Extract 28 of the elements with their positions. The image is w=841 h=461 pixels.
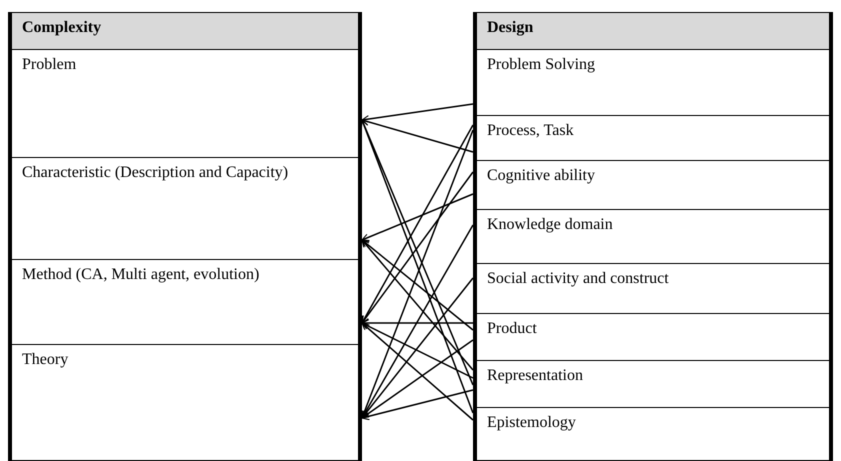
row-text: Product xyxy=(487,320,537,337)
row-text: Problem xyxy=(22,56,76,73)
connector-arrow xyxy=(361,172,474,324)
connector-arrow xyxy=(361,339,474,419)
row-text: Theory xyxy=(22,351,68,368)
column-header: Design xyxy=(477,12,829,50)
row-text: Knowledge domain xyxy=(487,216,613,233)
connector-arrow xyxy=(361,103,474,123)
connector-arrow xyxy=(361,193,474,242)
row-text: Cognitive ability xyxy=(487,167,595,184)
row-text: Process, Task xyxy=(487,122,574,139)
connector-arrow xyxy=(361,322,474,379)
row-text: Social activity and construct xyxy=(487,270,669,287)
row-text: Representation xyxy=(487,367,583,384)
row-text: Problem Solving xyxy=(487,56,596,73)
connector-arrow xyxy=(361,239,474,331)
table-column xyxy=(8,12,362,461)
connector-arrow xyxy=(361,389,474,420)
connector-arrow xyxy=(361,239,474,370)
row-text: Method (CA, Multi agent, evolution) xyxy=(22,266,260,283)
row-text: Epistemology xyxy=(487,414,576,431)
row-text: Characteristic (Description and Capacity) xyxy=(22,164,288,181)
connector-arrow xyxy=(361,322,474,421)
column-header: Complexity xyxy=(12,12,358,50)
connector-arrow xyxy=(361,124,474,324)
connector-arrow xyxy=(361,278,474,419)
table-column xyxy=(473,12,833,461)
connector-arrow xyxy=(361,118,474,153)
